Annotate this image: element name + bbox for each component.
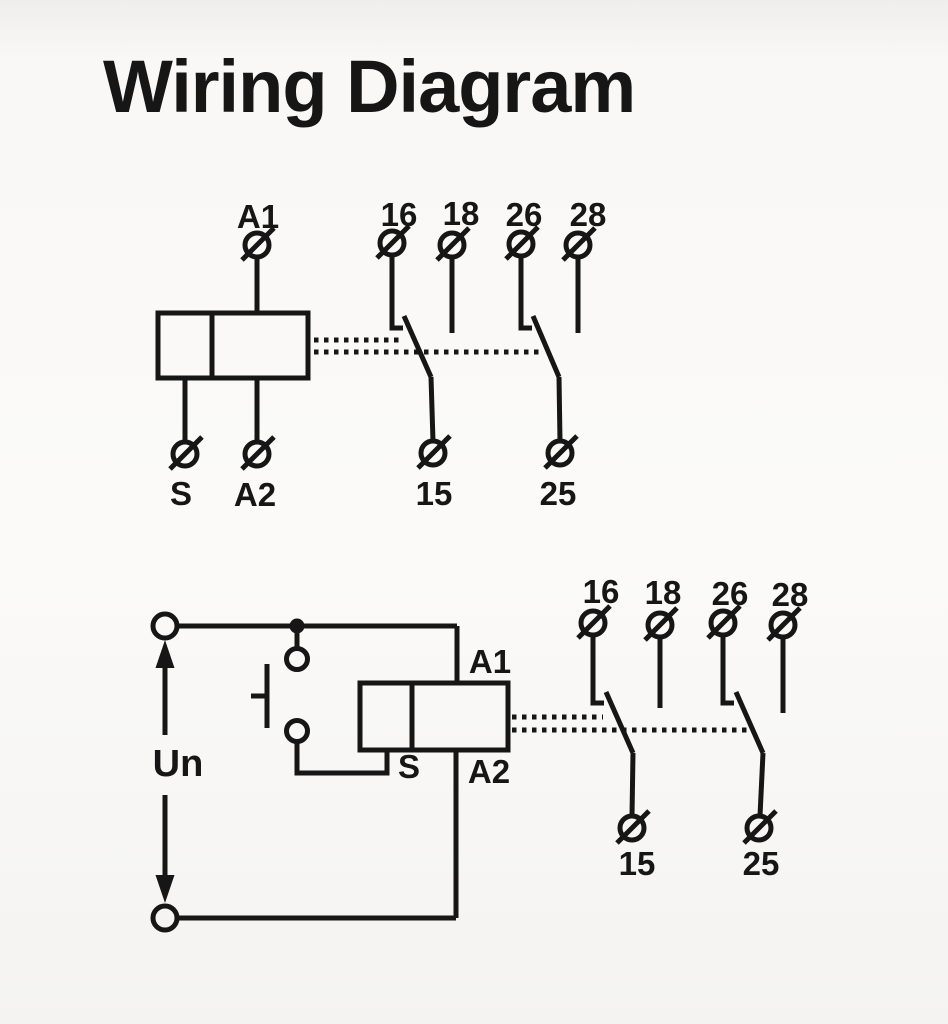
arrow-up-icon (155, 640, 175, 668)
page-title: Wiring Diagram (103, 45, 636, 128)
label-16: 16 (381, 196, 418, 233)
terminal-icon (744, 811, 776, 843)
label-15: 15 (416, 475, 453, 512)
junction-dot (289, 618, 305, 634)
contact-arm (401, 314, 434, 379)
label-15: 15 (619, 845, 656, 882)
label-18: 18 (443, 195, 480, 232)
label-18: 18 (645, 574, 682, 611)
label-16: 16 (583, 573, 620, 610)
label-28: 28 (772, 576, 809, 613)
label-25: 25 (743, 845, 780, 882)
label-a2: A2 (468, 753, 510, 790)
changeover-contact-2 (518, 256, 581, 442)
label-a1: A1 (237, 198, 279, 235)
terminal-icon (545, 436, 577, 468)
contact-arm (603, 690, 636, 755)
changeover-contact-1 (389, 256, 455, 442)
label-26: 26 (506, 196, 543, 233)
supply-terminal-top (150, 611, 180, 641)
label-a1: A1 (469, 643, 511, 680)
terminal-icon (437, 228, 469, 260)
contact-arm (530, 315, 562, 378)
label-un: Un (153, 743, 204, 785)
supply-un: Un (150, 611, 204, 933)
relay-coil-block (357, 680, 511, 753)
arrow-down-icon (155, 875, 175, 903)
push-button (251, 633, 390, 776)
changeover-contact-2 (720, 636, 786, 817)
terminal-icon (418, 436, 450, 468)
contact-arm (733, 690, 766, 755)
bottom-diagram: Un A1 S A2 (150, 573, 809, 933)
label-s: S (398, 748, 420, 785)
label-s: S (170, 475, 192, 512)
pushbutton-contact-bottom (284, 718, 310, 744)
label-26: 26 (712, 575, 749, 612)
label-25: 25 (540, 475, 577, 512)
relay-coil-block (155, 310, 311, 381)
terminal-icon (645, 608, 677, 640)
terminal-icon (242, 437, 274, 469)
supply-terminal-bottom (150, 903, 180, 933)
changeover-contact-1 (590, 636, 663, 817)
top-diagram: A1 16 18 26 28 S A2 15 25 (155, 195, 607, 513)
terminal-icon (170, 437, 202, 469)
lead-s (294, 742, 390, 776)
terminal-icon (578, 606, 610, 638)
label-28: 28 (570, 196, 607, 233)
pushbutton-contact-top (284, 646, 310, 672)
label-a2: A2 (234, 476, 276, 513)
terminal-icon (617, 811, 649, 843)
